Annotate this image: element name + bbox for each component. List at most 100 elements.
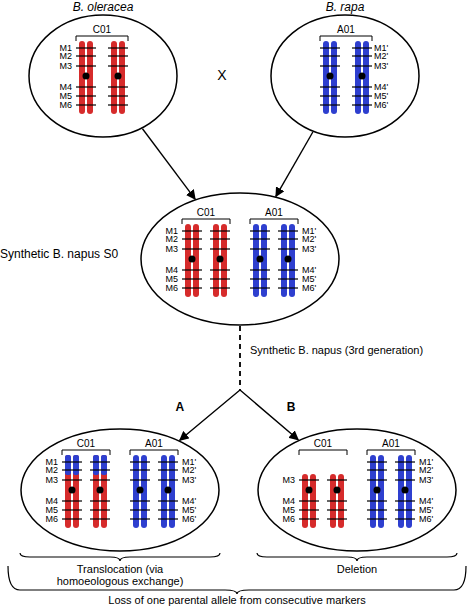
chromosome [158, 455, 178, 528]
branch-label: A [170, 400, 190, 414]
marker-line [130, 479, 150, 480]
marker-line [299, 509, 319, 510]
arrow-connector [276, 132, 313, 196]
centromere [359, 73, 366, 80]
marker-line [278, 248, 298, 249]
marker-line [108, 86, 128, 87]
chromosome-bracket [182, 219, 230, 224]
marker-line [90, 479, 110, 480]
genome-circle: C01A01M3M4M5M6M1'M2'M3'M4'M5'M6' [257, 428, 457, 552]
translocated-segment [93, 455, 99, 475]
marker-line [367, 479, 387, 480]
outcome-label: Deletion [307, 563, 407, 575]
marker-label: M3' [374, 61, 404, 72]
marker-line [395, 518, 415, 519]
chromosome [299, 474, 319, 528]
chromosome [352, 41, 372, 114]
marker-line [278, 238, 298, 239]
centromere [165, 487, 172, 494]
cell-circle [258, 429, 456, 551]
marker-line [76, 104, 96, 105]
marker-line [352, 55, 372, 56]
chromosome [250, 224, 270, 297]
marker-line [210, 230, 230, 231]
marker-label: M6 [42, 100, 72, 111]
marker-line [182, 238, 202, 239]
arrow-connector [142, 129, 195, 199]
marker-label: M2' [182, 465, 212, 476]
marker-line [108, 55, 128, 56]
marker-line [278, 287, 298, 288]
centromere [402, 487, 409, 494]
genome-circle: Synthetic B. napus S0C01A01M1M2M3M4M5M6M… [140, 192, 340, 326]
centromere [306, 487, 313, 494]
curly-brace [257, 553, 457, 561]
marker-line [158, 518, 178, 519]
marker-label: M6' [419, 514, 449, 525]
chromosome [90, 455, 110, 528]
marker-line [352, 47, 372, 48]
marker-line [210, 238, 230, 239]
marker-label: M2 [148, 234, 178, 245]
chromosome-label: C01 [52, 438, 120, 450]
centromere [327, 73, 334, 80]
centromere [69, 487, 76, 494]
translocated-segment [101, 455, 107, 475]
centromere [137, 487, 144, 494]
centromere [217, 256, 224, 263]
chromosome-label: A01 [120, 438, 188, 450]
marker-line [90, 500, 110, 501]
marker-line [367, 509, 387, 510]
chromosome [62, 455, 82, 528]
marker-line [130, 518, 150, 519]
marker-line [250, 238, 270, 239]
cell-circle [141, 193, 339, 325]
marker-label: M2' [302, 234, 332, 245]
centromere [115, 73, 122, 80]
centromere [257, 256, 264, 263]
marker-line [367, 461, 387, 462]
chromosome [130, 455, 150, 528]
marker-label: M6 [148, 283, 178, 294]
arrow-connector [180, 326, 240, 440]
marker-line [62, 500, 82, 501]
marker-line [62, 479, 82, 480]
marker-line [108, 95, 128, 96]
genome-circle: C01A01M1M2M3M4M5M6M1'M2'M3'M4'M5'M6' [20, 428, 220, 552]
marker-label: M3 [265, 475, 295, 486]
marker-line [210, 278, 230, 279]
marker-line [320, 47, 340, 48]
chromosome [320, 41, 340, 114]
marker-line [250, 287, 270, 288]
summary-label: Loss of one parental allele from consecu… [27, 594, 447, 606]
marker-line [62, 518, 82, 519]
chromosome [367, 455, 387, 528]
chromosome-label: A01 [357, 438, 425, 450]
genome-circle: B. oleraceaC01M1M2M3M4M5M6 [28, 14, 178, 138]
chromosome-bracket [299, 450, 347, 455]
marker-line [158, 509, 178, 510]
marker-line [76, 65, 96, 66]
marker-line [320, 95, 340, 96]
marker-line [327, 479, 347, 480]
marker-line [395, 461, 415, 462]
marker-label: M2 [42, 51, 72, 62]
marker-line [182, 248, 202, 249]
outcome-label: Translocation (via homoeologous exchange… [40, 563, 200, 587]
marker-line [250, 278, 270, 279]
cell-circle [29, 15, 177, 137]
circle-outline [257, 428, 457, 552]
marker-line [327, 500, 347, 501]
marker-line [62, 509, 82, 510]
marker-line [76, 95, 96, 96]
circle-outline [140, 192, 340, 326]
marker-line [395, 509, 415, 510]
marker-label: M6' [374, 100, 404, 111]
chromosome-bracket [130, 450, 178, 455]
marker-line [367, 500, 387, 501]
marker-label: M2' [419, 465, 449, 476]
chromosome [210, 224, 230, 297]
curly-brace [20, 553, 220, 561]
marker-line [158, 479, 178, 480]
marker-line [278, 269, 298, 270]
